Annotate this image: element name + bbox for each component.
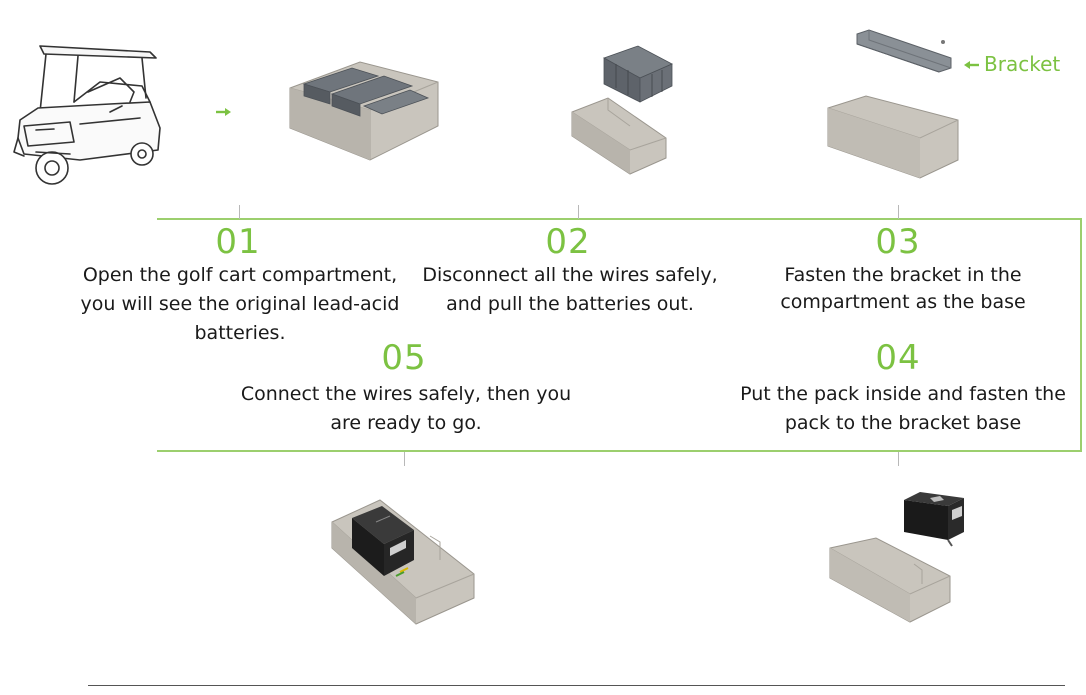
step-03-line-1: Fasten the bracket in the — [784, 264, 1022, 286]
timeline-bottom-line — [157, 450, 1082, 452]
step-text-03: Fasten the bracket in the compartment as… — [758, 262, 1048, 316]
step-01-line-2: you will see the original lead-acid — [80, 293, 400, 315]
arrow-right-icon — [216, 108, 231, 116]
timeline-top-line — [157, 218, 1082, 220]
pack-illustration — [904, 492, 964, 547]
step-02-line-1: Disconnect all the wires safely, — [422, 264, 718, 286]
connector-tick-02 — [578, 205, 579, 219]
step-text-02: Disconnect all the wires safely, and pul… — [420, 261, 720, 319]
compartment-with-batteries — [289, 61, 439, 161]
step-04-line-2: pack to the bracket base — [784, 412, 1022, 434]
step-01-line-1: Open the golf cart compartment, — [82, 264, 398, 286]
step-number-02: 02 — [545, 222, 591, 262]
connector-tick-03 — [898, 205, 899, 219]
step-03-line-2: compartment as the base — [780, 291, 1026, 313]
bracket-illustration — [856, 29, 952, 73]
connector-tick-05 — [404, 452, 405, 466]
step-05-line-2: are ready to go. — [330, 412, 482, 434]
compartment-target — [829, 537, 951, 623]
step-05-line-1: Connect the wires safely, then you — [240, 383, 572, 405]
step-text-05: Connect the wires safely, then you are r… — [236, 380, 576, 438]
compartment-empty — [827, 95, 959, 179]
timeline-right-line — [1080, 218, 1082, 452]
step-number-03: 03 — [875, 222, 921, 262]
step-02-line-2: and pull the batteries out. — [446, 293, 694, 315]
footer-divider — [88, 685, 1065, 686]
connector-tick-01 — [239, 205, 240, 219]
arrow-left-icon — [964, 61, 979, 69]
step-number-01: 01 — [215, 222, 261, 262]
step-text-04: Put the pack inside and fasten the pack … — [738, 380, 1068, 438]
step-01-line-3: batteries. — [194, 322, 286, 344]
golf-cart-illustration — [13, 45, 161, 185]
connector-tick-04 — [898, 452, 899, 466]
step-number-05: 05 — [381, 338, 427, 378]
step-04-line-1: Put the pack inside and fasten the — [740, 383, 1066, 405]
step-number-04: 04 — [875, 338, 921, 378]
pack-installed-illustration — [331, 499, 475, 625]
step-text-01: Open the golf cart compartment, you will… — [80, 261, 400, 348]
batteries-removed-illustration — [571, 45, 673, 175]
bracket-label: Bracket — [984, 52, 1061, 76]
